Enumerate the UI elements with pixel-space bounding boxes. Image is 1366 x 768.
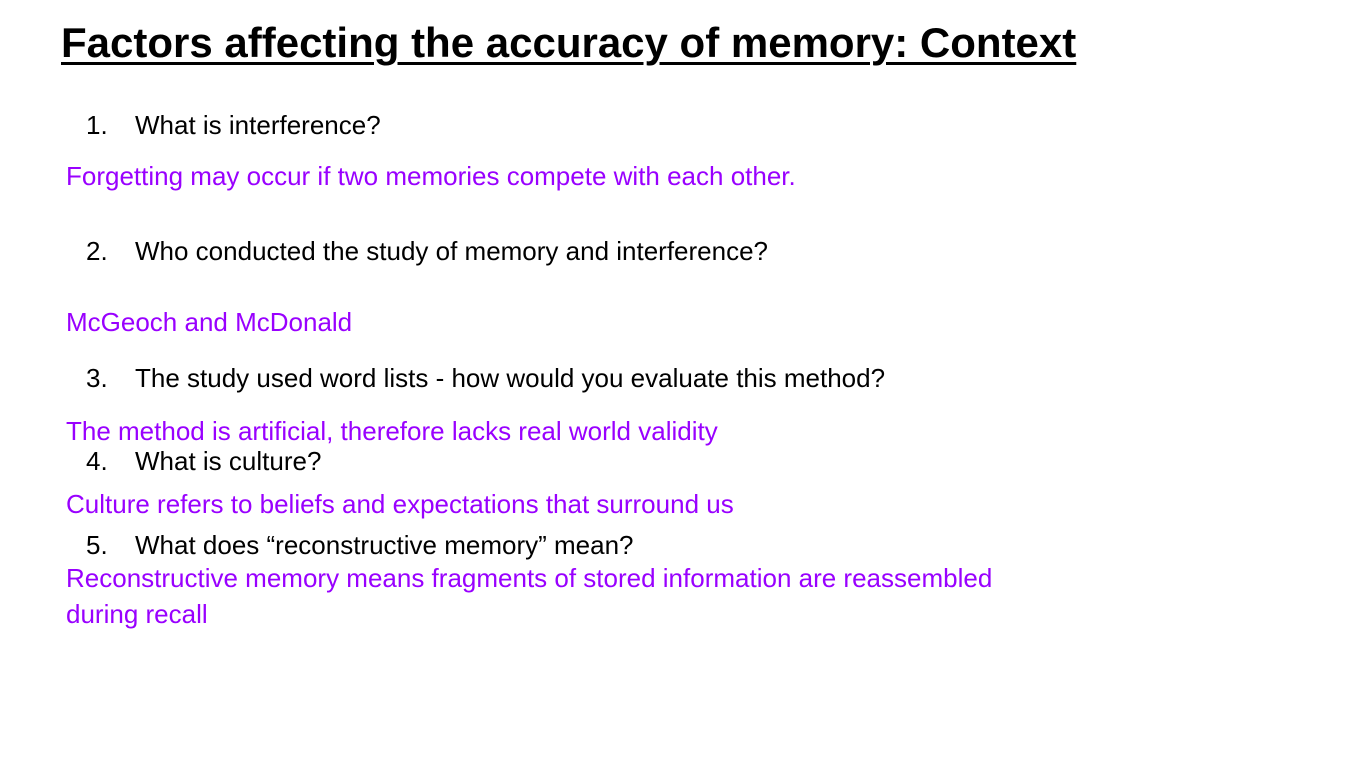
question-2: 2. Who conducted the study of memory and … [86,236,769,267]
answer-1: Forgetting may occur if two memories com… [66,161,796,191]
question-3: 3. The study used word lists - how would … [86,363,886,394]
question-number: 5. [86,530,108,560]
answer-4: Culture refers to beliefs and expectatio… [66,489,734,519]
question-4: 4. What is culture? [86,446,322,477]
question-number: 3. [86,363,108,393]
question-text: The study used word lists - how would yo… [135,363,886,393]
question-text: What is culture? [135,446,322,476]
question-1: 1. What is interference? [86,110,381,141]
answer-2: McGeoch and McDonald [66,307,353,337]
answer-5: Reconstructive memory means fragments of… [66,561,992,633]
question-text: Who conducted the study of memory and in… [135,236,769,266]
question-number: 2. [86,236,108,266]
question-text: What is interference? [135,110,381,140]
question-5: 5. What does “reconstructive memory” mean… [86,530,634,561]
slide-title: Factors affecting the accuracy of memory… [61,19,1077,66]
answer-line: during recall [66,598,208,629]
question-text: What does “reconstructive memory” mean? [135,530,634,560]
answer-3: The method is artificial, therefore lack… [66,416,718,446]
question-number: 1. [86,110,108,140]
answer-line: Reconstructive memory means fragments of… [66,563,993,593]
question-number: 4. [86,446,108,476]
